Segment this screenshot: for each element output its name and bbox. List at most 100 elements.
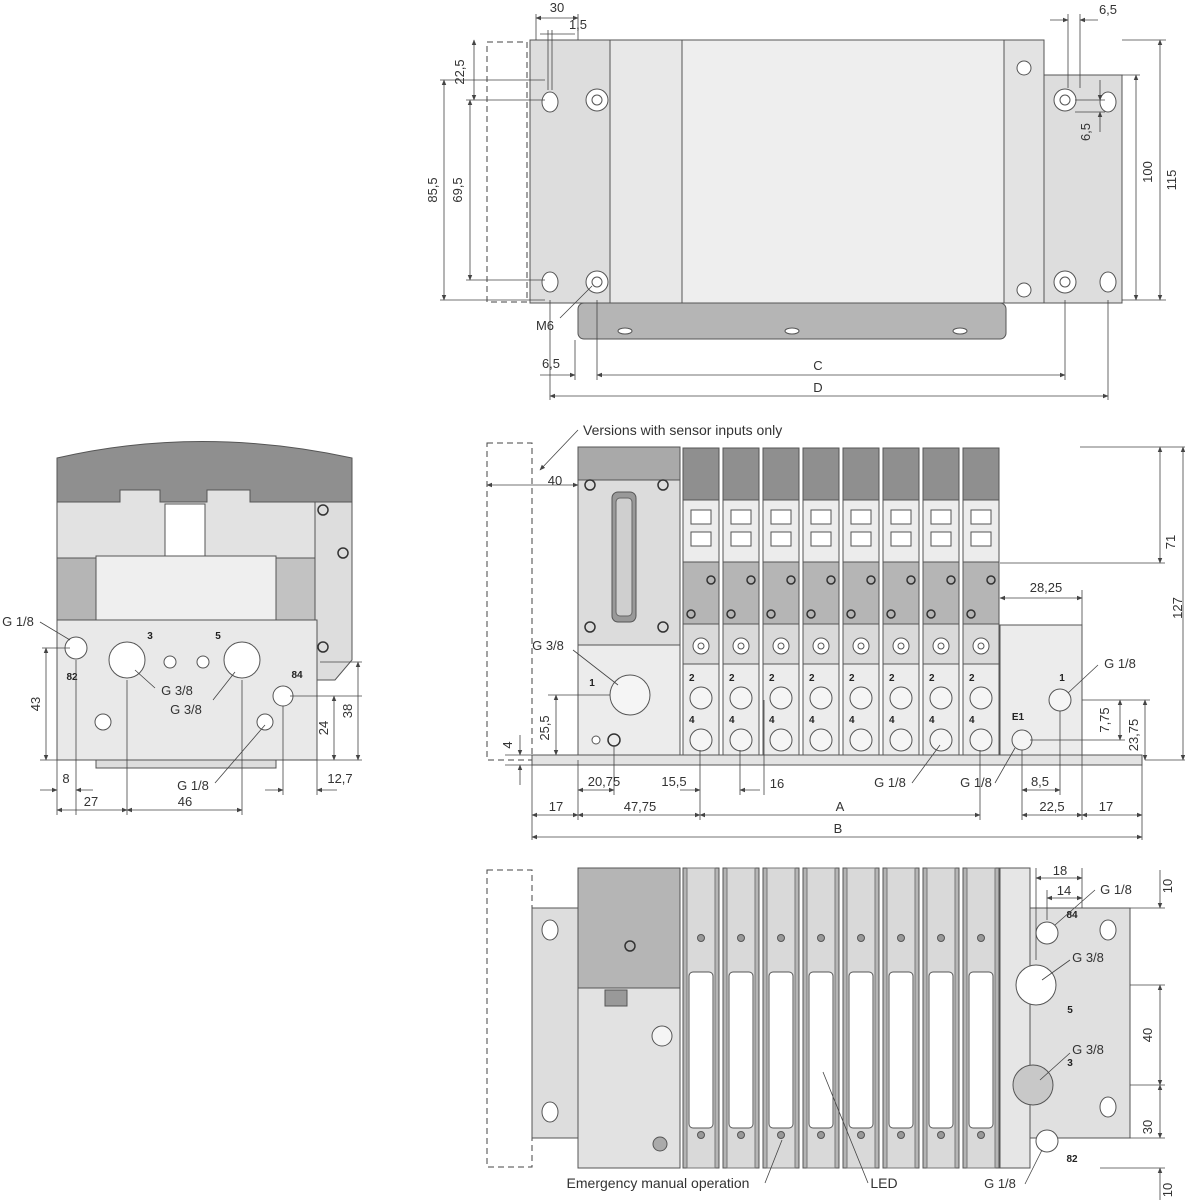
slice-screw bbox=[697, 934, 705, 942]
manual-override-center bbox=[737, 642, 745, 650]
valve-slice: 24 bbox=[962, 447, 1000, 756]
valve-slice: 24 bbox=[682, 447, 720, 756]
label-m6: M6 bbox=[536, 318, 554, 333]
valve-slice: 24 bbox=[842, 447, 880, 756]
slice-screw bbox=[937, 934, 945, 942]
sub-d-edge bbox=[604, 989, 628, 1007]
port-label-82: 82 bbox=[1066, 1154, 1078, 1165]
led-window bbox=[850, 531, 872, 547]
dim-30: 30 bbox=[550, 0, 564, 15]
screw-icon bbox=[786, 575, 796, 585]
side-ports bbox=[64, 636, 294, 731]
bottom-valve-slice bbox=[922, 867, 960, 1169]
label-g18-84: G 1/8 bbox=[177, 778, 209, 793]
emergency-manual-button bbox=[857, 1131, 865, 1139]
emergency-manual-button bbox=[897, 1131, 905, 1139]
mounting-screw bbox=[256, 713, 274, 731]
dim-1-5: 1,5 bbox=[569, 17, 587, 32]
slice-screw bbox=[977, 934, 985, 942]
port-label-4: 4 bbox=[849, 715, 855, 726]
emergency-manual-button bbox=[737, 1131, 745, 1139]
port-4 bbox=[729, 728, 753, 752]
port-4 bbox=[969, 728, 993, 752]
valve-cover bbox=[681, 39, 1005, 304]
rail-hole bbox=[617, 327, 633, 335]
port-label-3: 3 bbox=[147, 631, 153, 642]
dim-10-bottom: 10 bbox=[1160, 1183, 1175, 1197]
dim-a: A bbox=[836, 799, 845, 814]
valve-coil bbox=[842, 499, 880, 563]
valve-slice: 24 bbox=[722, 447, 760, 756]
valve-top bbox=[682, 447, 720, 501]
interface-screws bbox=[584, 479, 669, 633]
bottom-valve-slice bbox=[842, 867, 880, 1169]
valve-body bbox=[882, 561, 920, 625]
valve-top bbox=[762, 447, 800, 501]
dim-127: 127 bbox=[1170, 597, 1185, 619]
mounting-hole-group bbox=[541, 60, 1117, 298]
led-window bbox=[690, 531, 712, 547]
led-window bbox=[770, 509, 792, 525]
dim-28-25: 28,25 bbox=[1030, 580, 1063, 595]
port-label-2: 2 bbox=[849, 673, 855, 684]
screw-head bbox=[1016, 282, 1032, 298]
dim-18: 18 bbox=[1053, 863, 1067, 878]
dim-14: 14 bbox=[1057, 883, 1071, 898]
valve-coil bbox=[802, 499, 840, 563]
valve-slice: 24 bbox=[762, 447, 800, 756]
port-label-1-left: 1 bbox=[589, 678, 595, 689]
manual-override-center bbox=[897, 642, 905, 650]
valve-top bbox=[722, 447, 760, 501]
dim-30-bottom: 30 bbox=[1140, 1120, 1155, 1134]
valve-coil bbox=[762, 499, 800, 563]
port-2 bbox=[689, 686, 713, 710]
dim-c: C bbox=[813, 358, 822, 373]
valve-body bbox=[802, 561, 840, 625]
slice-screw bbox=[817, 934, 825, 942]
manual-override-center bbox=[937, 642, 945, 650]
dim-16: 16 bbox=[770, 776, 784, 791]
side-manifold bbox=[56, 619, 318, 761]
led-window bbox=[810, 531, 832, 547]
side-shadow-left bbox=[56, 557, 97, 621]
dim-6-5-bottom: 6,5 bbox=[542, 356, 560, 371]
port-label-4: 4 bbox=[809, 715, 815, 726]
dim-8-5: 8,5 bbox=[1031, 774, 1049, 789]
dim-100: 100 bbox=[1140, 161, 1155, 183]
side-valve-body bbox=[95, 555, 277, 621]
screw-icon bbox=[926, 609, 936, 619]
manual-override-center bbox=[697, 642, 705, 650]
side-end-plate bbox=[314, 501, 353, 681]
emergency-manual-button bbox=[937, 1131, 945, 1139]
port-4 bbox=[929, 728, 953, 752]
valve-coil bbox=[962, 499, 1000, 563]
manual-override-center bbox=[817, 642, 825, 650]
dim-22-5: 22,5 bbox=[1039, 799, 1064, 814]
led-window bbox=[730, 531, 752, 547]
screw-icon bbox=[726, 609, 736, 619]
manifold-rail bbox=[577, 302, 1007, 340]
port-label-2: 2 bbox=[889, 673, 895, 684]
screw-icon bbox=[826, 575, 836, 585]
dim-25-5: 25,5 bbox=[537, 715, 552, 740]
valve-top bbox=[962, 447, 1000, 501]
dim-27: 27 bbox=[84, 794, 98, 809]
dim-7-75: 7,75 bbox=[1097, 707, 1112, 732]
small-port bbox=[196, 655, 210, 669]
manual-override-center bbox=[857, 642, 865, 650]
bottom-valve-slice bbox=[682, 867, 720, 1169]
label-g18-82: G 1/8 bbox=[984, 1176, 1016, 1191]
port-5 bbox=[223, 641, 261, 679]
slice-screw bbox=[897, 934, 905, 942]
label-g18-84: G 1/8 bbox=[1100, 882, 1132, 897]
screw-icon bbox=[846, 609, 856, 619]
screw-icon bbox=[624, 940, 636, 952]
dim-46: 46 bbox=[178, 794, 192, 809]
valve-top bbox=[922, 447, 960, 501]
manual-override-center bbox=[777, 642, 785, 650]
screw-center bbox=[1059, 94, 1071, 106]
dim-6-5-top: 6,5 bbox=[1099, 2, 1117, 17]
label-g18-e1: G 1/8 bbox=[960, 775, 992, 790]
label-g18-ports: G 1/8 bbox=[874, 775, 906, 790]
